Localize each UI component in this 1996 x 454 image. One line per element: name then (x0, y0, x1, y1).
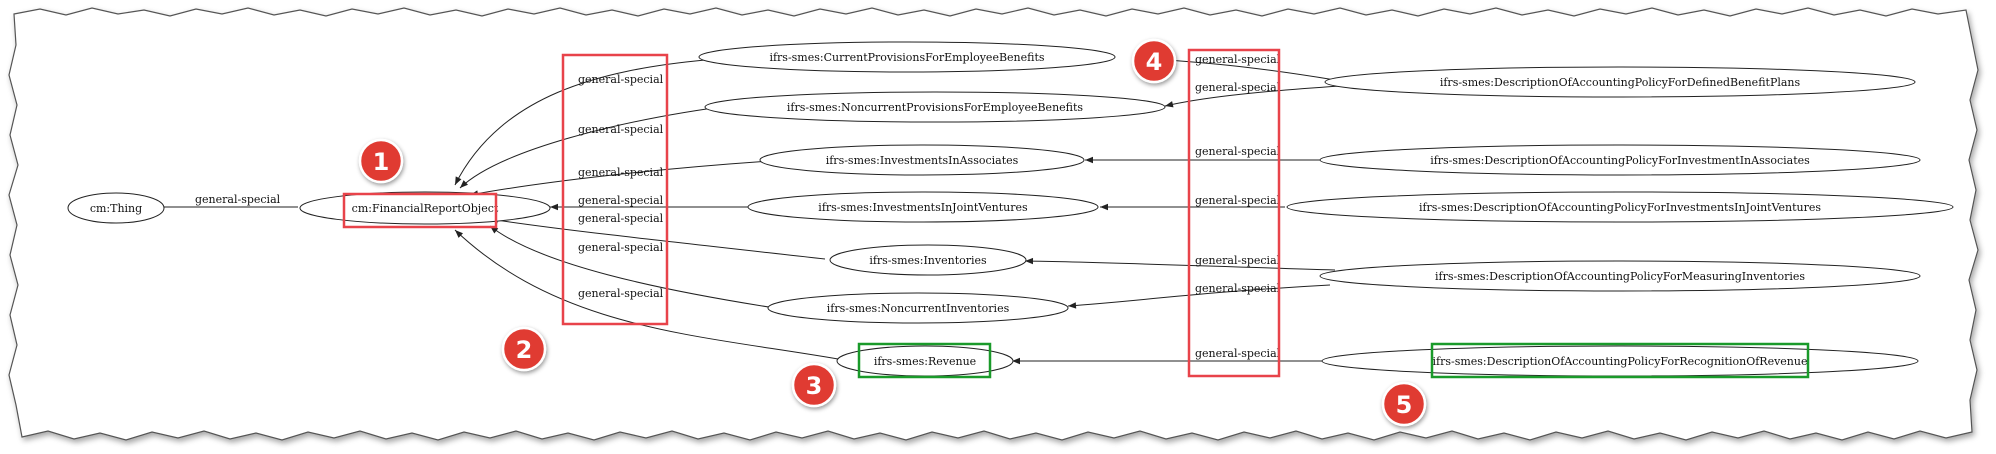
highlight-box-revenue (857, 342, 992, 379)
callout-badge-4: 4 (1131, 38, 1177, 84)
callout-badge-2: 2 (501, 326, 547, 372)
callout-badge-5: 5 (1381, 381, 1427, 427)
edge-label-right-7: general-special (1195, 347, 1281, 360)
callout-badges: 1 2 3 4 5 (358, 38, 1427, 427)
node-label-pol-inv: ifrs-smes:DescriptionOfAccountingPolicyF… (1435, 270, 1805, 283)
node-inventories[interactable] (829, 244, 1027, 276)
edge-label-fro-thing: general-special (195, 193, 281, 206)
edge-label-left-4: general-special (578, 194, 664, 207)
node-label-pol-assoc: ifrs-smes:DescriptionOfAccountingPolicyF… (1430, 154, 1810, 167)
edge-poldefined-to-noncurrentprov (1164, 85, 1341, 108)
callout-number-5: 5 (1396, 391, 1413, 419)
node-label-inventories: ifrs-smes:Inventories (869, 254, 987, 267)
node-label-pol-defined: ifrs-smes:DescriptionOfAccountingPolicyF… (1440, 76, 1801, 89)
edge-label-left-7: general-special (578, 287, 664, 300)
node-label-inv-jv: ifrs-smes:InvestmentsInJointVentures (818, 201, 1028, 214)
node-policy-joint-ventures[interactable] (1286, 191, 1954, 223)
edge-inventories-to-fro (489, 217, 826, 260)
node-label-pol-jv: ifrs-smes:DescriptionOfAccountingPolicyF… (1419, 201, 1821, 214)
torn-paper-frame (8, 7, 1979, 441)
node-label-inv-assoc: ifrs-smes:InvestmentsInAssociates (826, 154, 1019, 167)
node-label-pol-rev: ifrs-smes:DescriptionOfAccountingPolicyF… (1432, 355, 1807, 368)
node-noncurrent-inventories[interactable] (767, 292, 1069, 324)
edge-label-left-5: general-special (578, 212, 664, 225)
node-current-provisions[interactable] (698, 41, 1116, 73)
node-label-current-prov: ifrs-smes:CurrentProvisionsForEmployeeBe… (769, 51, 1044, 64)
edge-label-right-2: general-special (1195, 81, 1281, 94)
callout-badge-3: 3 (791, 362, 837, 408)
node-label-thing: cm:Thing (90, 202, 142, 215)
highlight-box-policy-revenue (1430, 342, 1810, 379)
edge-label-left-2: general-special (578, 123, 664, 136)
node-policy-inventories[interactable] (1319, 260, 1921, 292)
edge-label-right-3: general-special (1195, 145, 1281, 158)
edge-label-left-1: general-special (578, 73, 664, 86)
highlight-box-right-relations (1187, 48, 1281, 378)
edge-polinv-to-inventories (1024, 257, 1336, 271)
edge-label-right-1: general-special (1195, 53, 1281, 66)
callout-number-4: 4 (1146, 48, 1163, 76)
edge-invassoc-to-fro (469, 159, 786, 197)
callout-number-1: 1 (373, 148, 390, 176)
node-policy-defined-benefit[interactable] (1324, 66, 1916, 98)
edge-currentprov-to-fro (454, 59, 706, 186)
callout-number-3: 3 (806, 372, 823, 400)
node-label-noncurrent-prov: ifrs-smes:NoncurrentProvisionsForEmploye… (787, 101, 1084, 114)
node-label-noncurrent-inv: ifrs-smes:NoncurrentInventories (827, 302, 1010, 315)
callout-number-2: 2 (516, 336, 533, 364)
node-investments-in-joint-ventures[interactable] (747, 191, 1099, 223)
highlight-box-fro (342, 192, 498, 229)
node-policy-associates[interactable] (1319, 144, 1921, 176)
edge-label-left-3: general-special (578, 166, 664, 179)
edge-polinv-to-noncurrentinv (1067, 284, 1331, 309)
node-label-fro: cm:FinancialReportObject (352, 202, 499, 215)
highlight-box-left-relations (561, 53, 669, 326)
node-label-revenue: ifrs-smes:Revenue (874, 355, 976, 368)
edge-label-right-5: general-special (1195, 254, 1281, 267)
edge-noncurrentprov-to-fro (459, 104, 736, 189)
edge-label-left-6: general-special (578, 241, 664, 254)
callout-badge-1: 1 (358, 138, 404, 184)
edge-label-right-6: general-special (1195, 282, 1281, 295)
node-thing[interactable] (67, 192, 165, 224)
node-noncurrent-provisions[interactable] (704, 91, 1166, 123)
edge-noncurrentinv-to-fro (489, 225, 776, 309)
node-financial-report-object[interactable] (299, 191, 551, 225)
edge-label-right-4: general-special (1195, 194, 1281, 207)
node-investments-in-associates[interactable] (759, 144, 1085, 176)
